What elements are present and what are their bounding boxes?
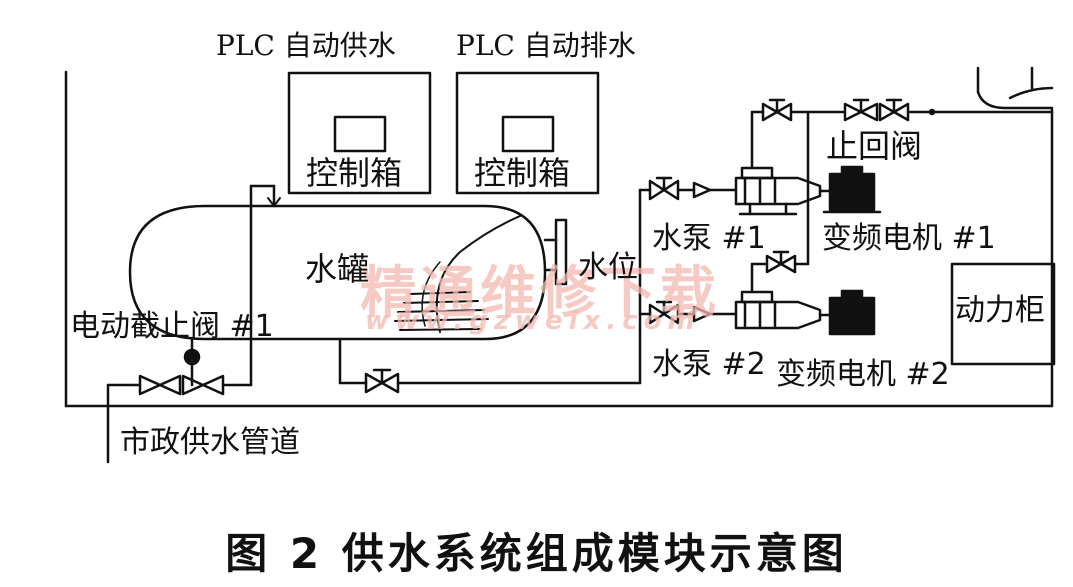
- vfd-motor-2-label: 变频电机 #2: [776, 357, 950, 392]
- outlet-structure: [976, 66, 1054, 110]
- pump-1-body: [734, 166, 832, 216]
- plc-drain-label: PLC 自动排水: [456, 29, 636, 62]
- water-level-gauge: [543, 218, 568, 286]
- watermark-url: www.gzweix.com: [365, 306, 701, 336]
- control-box-1-label: 控制箱: [306, 154, 403, 192]
- check-valve-symbol: [843, 98, 1054, 122]
- discharge-manifold: [750, 98, 847, 294]
- plc-drain-control-box: [455, 71, 600, 195]
- tank-water-hatching: [394, 291, 489, 331]
- municipal-inlet-pipe: [106, 383, 253, 464]
- plc-supply-label: PLC 自动供水: [216, 29, 396, 62]
- water-tank: [128, 204, 547, 341]
- pump-2-label: 水泵 #2: [652, 347, 766, 382]
- pump-1-label: 水泵 #1: [652, 221, 766, 256]
- power-cabinet-label: 动力柜: [955, 293, 1045, 328]
- outer-frame: [64, 70, 1054, 408]
- plc-supply-control-box: [287, 71, 432, 195]
- electric-shutoff-valve-label: 电动截止阀 #1: [70, 309, 274, 344]
- pump-2-branch: [638, 300, 738, 325]
- control-box-2-label: 控制箱: [474, 154, 571, 192]
- water-level-label: 水位: [578, 250, 638, 285]
- vfd-motor-1: [822, 165, 882, 214]
- pump-2-body: [734, 290, 832, 330]
- water-tank-label: 水罐: [305, 250, 370, 288]
- power-cabinet-box: [950, 262, 1056, 366]
- electric-shutoff-valve-symbol: [128, 336, 239, 396]
- pump-1-branch: [638, 176, 738, 201]
- figure-caption: 图 2 供水系统组成模块示意图: [225, 529, 848, 578]
- check-valve-label: 止回阀: [826, 127, 923, 165]
- vfd-motor-2: [828, 289, 876, 336]
- watermark-text: 精通维修下载: [360, 261, 720, 326]
- vfd-motor-1-label: 变频电机 #1: [822, 221, 996, 256]
- tank-outlet-pipe: [338, 188, 642, 394]
- municipal-pipe-label: 市政供水管道: [120, 425, 300, 460]
- tank-inlet-pipe: [249, 184, 281, 387]
